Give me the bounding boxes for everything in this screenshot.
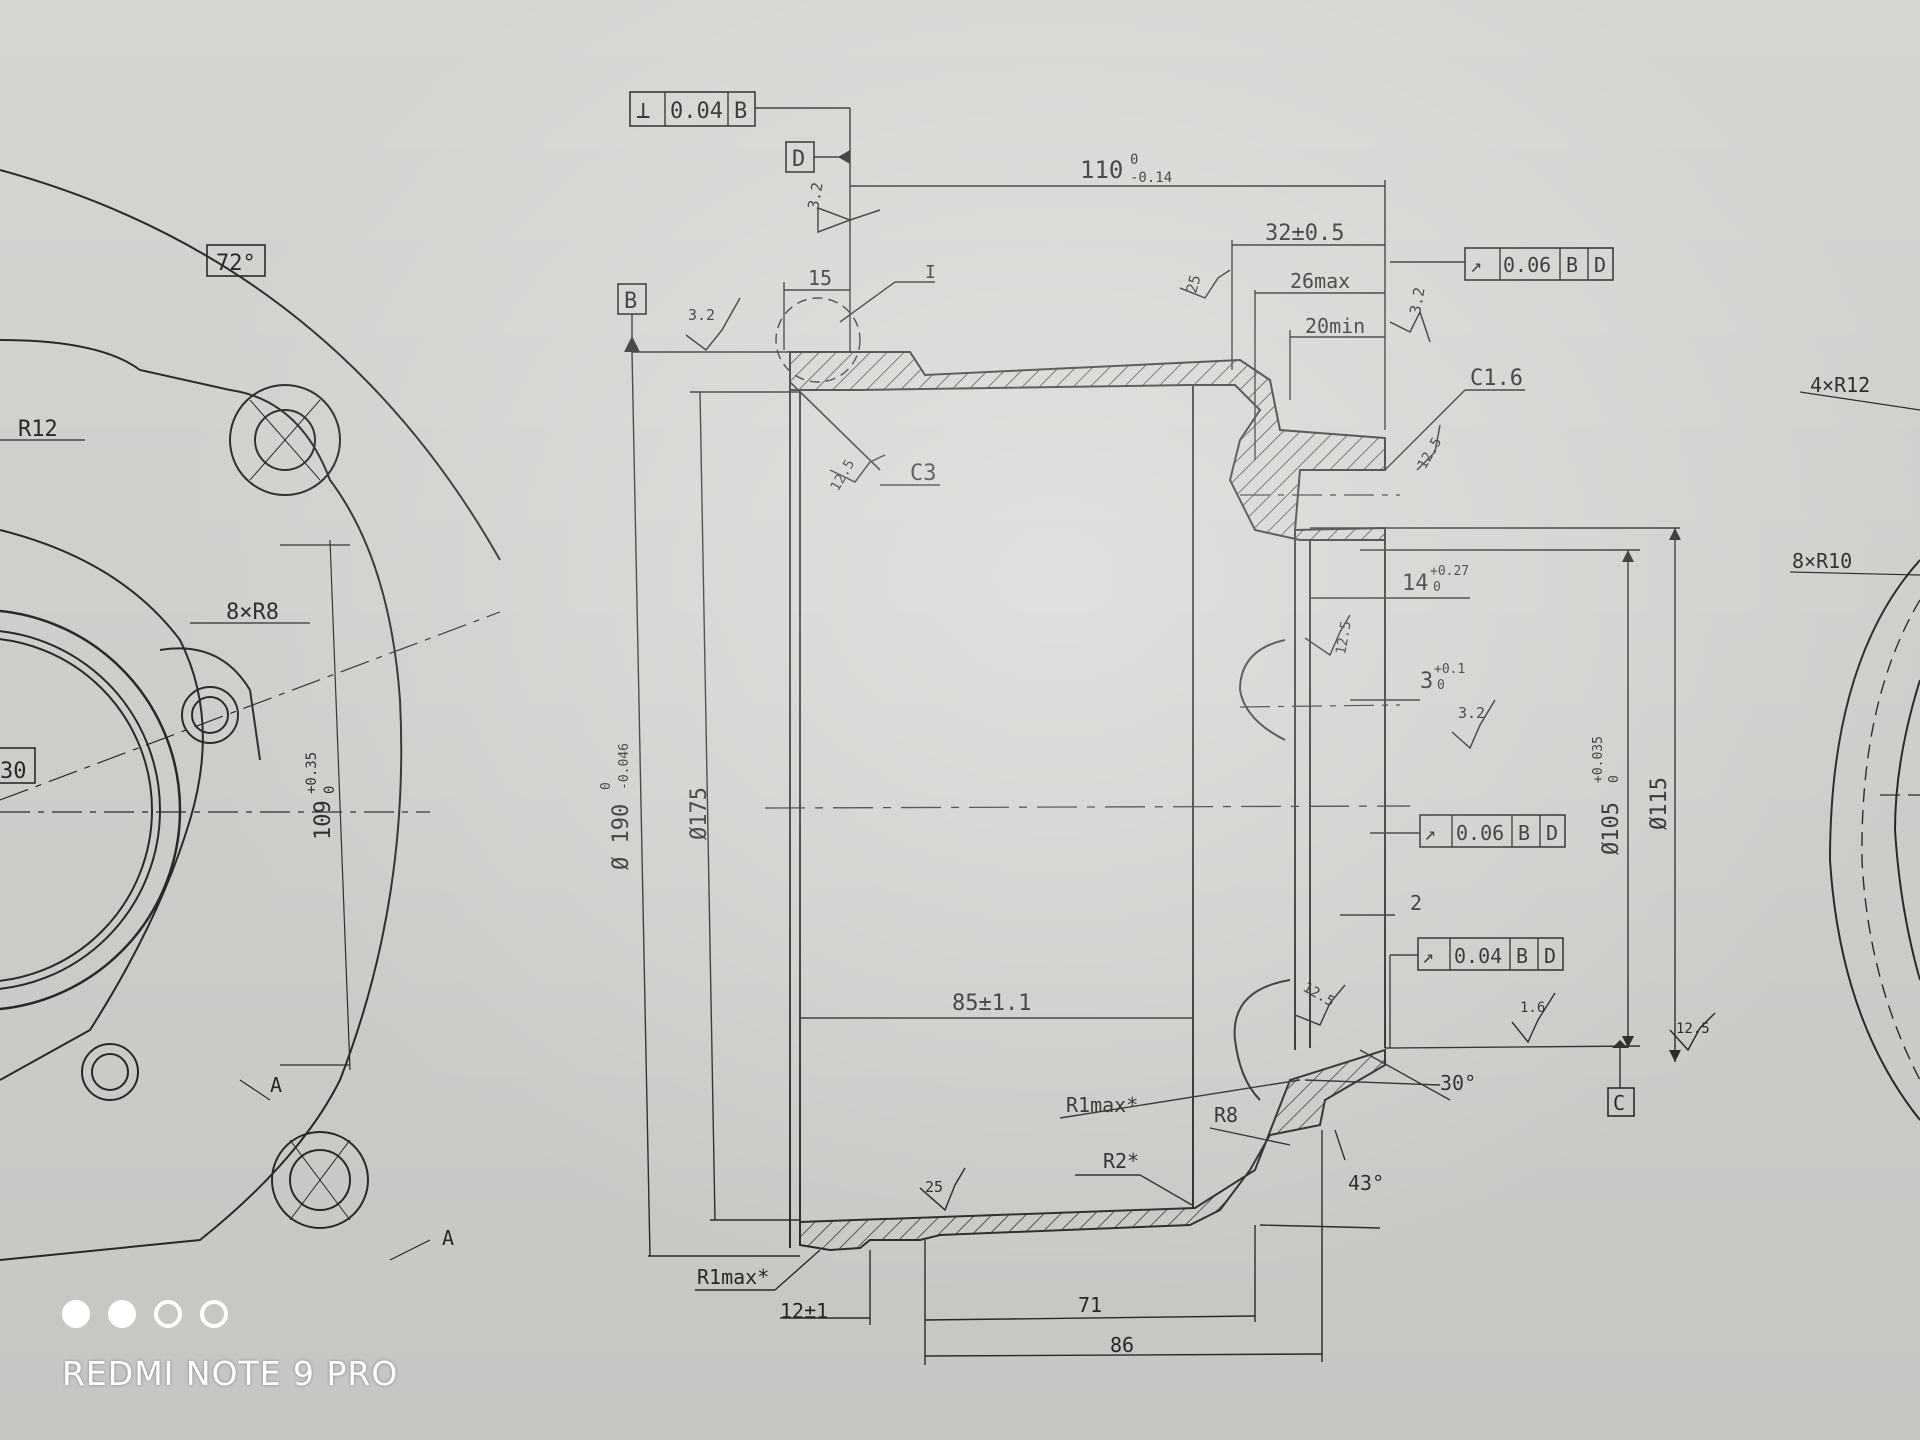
dim-12: 12±1 (780, 1299, 828, 1323)
section-mark-a-upper: A (270, 1073, 282, 1097)
roughness-3-2-c: 3.2 (1406, 286, 1428, 316)
datum-d-label: D (792, 147, 805, 172)
camera-watermark: REDMI NOTE 9 PRO (62, 1292, 482, 1412)
runout-top-datum2: D (1594, 253, 1606, 277)
dia-175-group: Ø175 (687, 787, 712, 840)
dia-105-upper: +0.035 (1591, 736, 1606, 783)
watermark-dots (62, 1300, 262, 1340)
dia-105-main: Ø105 (1599, 802, 1624, 855)
dim-32: 32±0.5 (1265, 221, 1344, 246)
watermark-text: REDMI NOTE 9 PRO (62, 1354, 399, 1393)
chamfer-c1-6: C1.6 (1470, 366, 1523, 391)
runout-low-datum2: D (1544, 944, 1556, 968)
lower-wall-hatch (799, 1048, 1386, 1252)
r12-count-label: 4×R12 (1810, 373, 1870, 397)
runout-top-value: 0.06 (1503, 253, 1551, 277)
dim-109-main: 109 (311, 800, 336, 840)
runout-mid-datum1: B (1518, 821, 1530, 845)
dim-3-tol: +0.1 (1434, 662, 1465, 677)
right-end-view (1789, 391, 1920, 1121)
dia-190-upper: 0 (599, 782, 614, 790)
runout-low-datum1: B (1516, 944, 1528, 968)
roughness-12-5-c: 12.5 (1333, 620, 1355, 656)
runout-top-symbol: ↗ (1470, 253, 1482, 277)
runout-mid-value: 0.06 (1456, 821, 1504, 845)
angle-43-label: 43° (1348, 1171, 1384, 1195)
perp-fcf-value: 0.04 (670, 99, 723, 124)
roughness-12-5-d: 12.5 (1300, 980, 1337, 1011)
watermark-dot (62, 1300, 90, 1328)
perp-fcf-datum: B (734, 99, 747, 124)
dim-26: 26max (1290, 269, 1350, 293)
dia-190-lower: -0.046 (617, 743, 632, 790)
dia-175: Ø175 (687, 787, 712, 840)
left-end-view (0, 169, 501, 1261)
r1max-lower-label: R1max* (697, 1265, 769, 1289)
angle-30-box-label: 30 (0, 759, 27, 784)
dim-14-tol-lower: 0 (1433, 580, 1441, 595)
r1max-upper-label: R1max* (1066, 1093, 1138, 1117)
dim-71: 71 (1078, 1293, 1102, 1317)
dim-85: 85±1.1 (952, 991, 1031, 1016)
runout-mid-symbol: ↗ (1424, 821, 1436, 845)
roughness-12-5-b: 12.5 (1415, 435, 1446, 472)
datum-b-label: B (624, 289, 637, 314)
runout-mid-datum2: D (1546, 821, 1558, 845)
dim-20: 20min (1305, 314, 1365, 338)
watermark-dot (200, 1300, 228, 1328)
dim-86: 86 (1110, 1333, 1134, 1357)
dim-14-tol: +0.27 (1430, 564, 1469, 579)
dia-190-group: Ø 190 0 -0.046 (599, 743, 634, 870)
watermark-dot (108, 1300, 136, 1328)
dim-109-tol: +0.35 (304, 752, 320, 794)
dim-2: 2 (1410, 891, 1422, 915)
roughness-3-2-a: 3.2 (804, 181, 826, 211)
dim-110-upper: 0 (1130, 152, 1138, 168)
roughness-12-5-a: 12.5 (828, 457, 859, 494)
roughness-25-a: 25 (1182, 273, 1204, 295)
r12-label: R12 (18, 417, 58, 442)
roughness-3-2-b: 3.2 (688, 306, 715, 324)
dia-105-group: Ø105 +0.035 0 (1591, 736, 1624, 855)
runout-low-value: 0.04 (1454, 944, 1502, 968)
dia-115: Ø115 (1647, 777, 1672, 830)
section-view (617, 91, 1716, 1365)
perp-fcf-symbol: ⊥ (636, 96, 650, 124)
r2-label: R2* (1103, 1149, 1139, 1173)
dim-3-tol-lower: 0 (1437, 678, 1445, 693)
dia-115-group: Ø115 (1647, 777, 1672, 830)
dia-190-main: Ø 190 (609, 804, 634, 870)
watermark-dot (154, 1300, 182, 1328)
dim-110-lower: -0.14 (1130, 170, 1172, 186)
roughness-3-2-d: 3.2 (1458, 704, 1485, 722)
runout-top-datum1: B (1566, 253, 1578, 277)
dim-3-main: 3 (1420, 669, 1433, 694)
angle-30-label: 30° (1440, 1071, 1476, 1095)
dim-109: 109 +0.35 0 (304, 752, 338, 840)
roughness-25-b: 25 (925, 1178, 943, 1196)
fillet-8xr8-label: 8×R8 (226, 600, 279, 625)
roughness-12-5-e: 12.5 (1676, 1021, 1710, 1037)
r8-label: R8 (1214, 1103, 1238, 1127)
dim-109-tol-lower: 0 (322, 786, 338, 794)
roughness-1-6: 1.6 (1520, 1000, 1545, 1016)
dim-14-main: 14 (1402, 571, 1429, 596)
r10-count-label: 8×R10 (1792, 549, 1852, 573)
detail-i-label: I (925, 262, 936, 283)
angle-72-label: 72° (216, 251, 256, 276)
dia-105-lower: 0 (1607, 775, 1622, 783)
chamfer-c3: C3 (910, 461, 937, 486)
runout-low-symbol: ↗ (1422, 944, 1434, 968)
datum-c-label: C (1613, 1091, 1625, 1115)
upper-wall-hatch (789, 351, 1386, 541)
section-mark-a-lower: A (442, 1226, 454, 1250)
dim-15: 15 (808, 266, 832, 290)
dim-110-main: 110 (1080, 156, 1123, 184)
